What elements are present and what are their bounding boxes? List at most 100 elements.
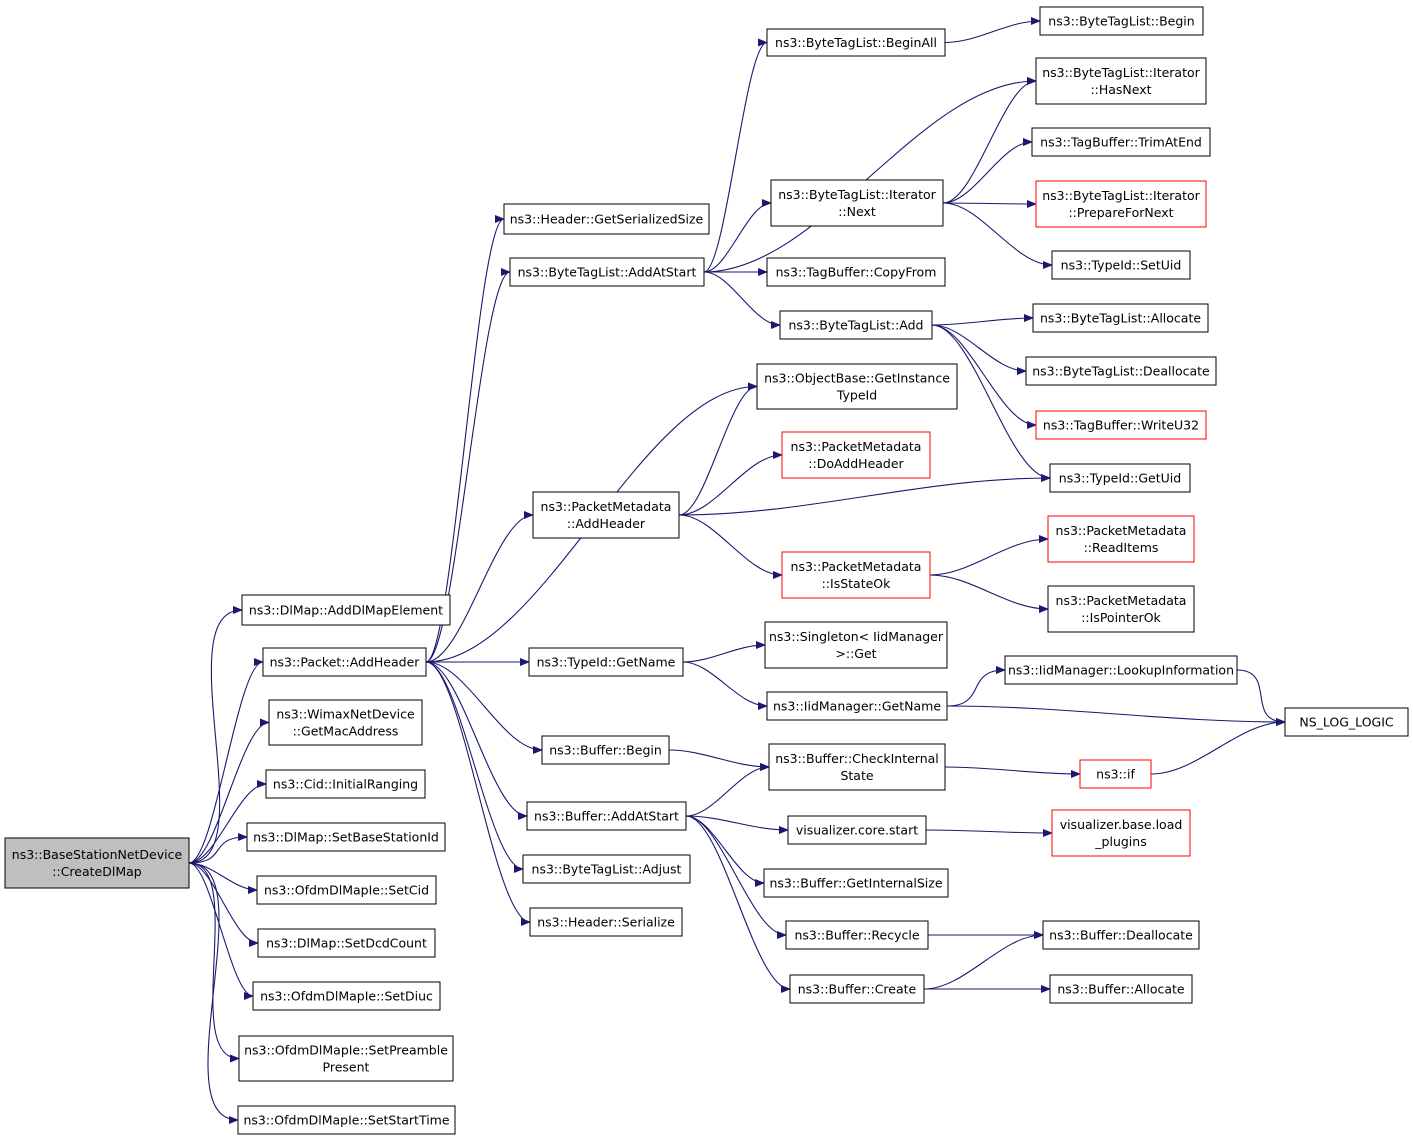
node-label: ns3::PacketMetadata	[1056, 523, 1187, 538]
node-box	[241, 594, 451, 626]
node-set-cid[interactable]: ns3::OfdmDlMapIe::SetCid	[256, 875, 437, 905]
node-add-dl-map-element[interactable]: ns3::DlMap::AddDlMapElement	[241, 594, 451, 626]
node-type-id-set-uid[interactable]: ns3::TypeId::SetUid	[1051, 250, 1191, 280]
node-label: >::Get	[835, 646, 876, 661]
node-btl-iter-prepare-for-next[interactable]: ns3::ByteTagList::Iterator::PrepareForNe…	[1035, 180, 1207, 228]
node-vis-core-start[interactable]: visualizer.core.start	[787, 815, 927, 845]
edge	[944, 766, 1081, 778]
edge	[425, 661, 531, 926]
edge	[923, 931, 1044, 990]
node-set-diuc[interactable]: ns3::OfdmDlMapIe::SetDiuc	[252, 981, 441, 1011]
edge-pm-is-state-ok-to-pm-is-pointer-ok	[929, 574, 1049, 613]
node-box	[1025, 356, 1217, 386]
node-btl-iter-next[interactable]: ns3::ByteTagList::Iterator::Next	[770, 179, 944, 227]
node-tag-buf-trim-at-end[interactable]: ns3::TagBuffer::TrimAtEnd	[1031, 127, 1211, 157]
node-type-id-get-name[interactable]: ns3::TypeId::GetName	[528, 647, 684, 677]
node-label: ns3::if	[1096, 767, 1135, 782]
node-pm-do-add-header[interactable]: ns3::PacketMetadata::DoAddHeader	[781, 431, 931, 479]
edge-buffer-add-at-start-to-buf-check-internal-state	[685, 763, 770, 817]
node-get-mac-address[interactable]: ns3::WimaxNetDevice::GetMacAddress	[268, 699, 423, 746]
node-label: ns3::IidManager::GetName	[773, 699, 941, 714]
node-set-base-station-id[interactable]: ns3::DlMap::SetBaseStationId	[246, 822, 446, 852]
edge-btl-add-to-btl-allocate	[931, 314, 1034, 326]
node-btl-adjust[interactable]: ns3::ByteTagList::Adjust	[522, 854, 691, 884]
node-iid-lookup-information[interactable]: ns3::IidManager::LookupInformation	[1004, 655, 1238, 685]
node-buffer-begin[interactable]: ns3::Buffer::Begin	[541, 735, 670, 765]
node-buf-recycle[interactable]: ns3::Buffer::Recycle	[785, 920, 929, 950]
node-label: State	[840, 768, 873, 783]
node-btl-add[interactable]: ns3::ByteTagList::Add	[779, 310, 933, 340]
node-pm-is-pointer-ok[interactable]: ns3::PacketMetadata::IsPointerOk	[1047, 585, 1195, 633]
node-pm-add-header[interactable]: ns3::PacketMetadata::AddHeader	[532, 491, 680, 539]
edge	[188, 862, 259, 947]
node-buf-deallocate[interactable]: ns3::Buffer::Deallocate	[1042, 920, 1200, 950]
edge-root-to-get-mac-address	[188, 718, 270, 864]
node-tag-buf-write-u32[interactable]: ns3::TagBuffer::WriteU32	[1035, 410, 1207, 440]
node-btl-deallocate[interactable]: ns3::ByteTagList::Deallocate	[1025, 356, 1217, 386]
node-set-start-time[interactable]: ns3::OfdmDlMapIe::SetStartTime	[237, 1105, 456, 1135]
edge	[942, 77, 1037, 204]
edge-buffer-begin-to-buf-check-internal-state	[668, 749, 770, 771]
node-buffer-add-at-start[interactable]: ns3::Buffer::AddAtStart	[526, 801, 687, 831]
node-buf-allocate[interactable]: ns3::Buffer::Allocate	[1049, 974, 1193, 1004]
node-set-dcd-count[interactable]: ns3::DlMap::SetDcdCount	[257, 928, 436, 958]
node-box	[1047, 515, 1195, 563]
edge	[682, 661, 768, 710]
edge	[188, 606, 243, 864]
node-ns3-if[interactable]: ns3::if	[1079, 759, 1152, 789]
edge-packet-add-header-to-header-serialize	[425, 661, 531, 926]
edge	[678, 451, 783, 516]
edge-root-to-initial-ranging	[188, 780, 267, 864]
node-box	[1035, 180, 1207, 228]
node-iid-get-name[interactable]: ns3::IidManager::GetName	[766, 691, 948, 721]
edge	[685, 763, 770, 817]
node-box	[238, 1035, 454, 1082]
node-vis-base-load-plugins[interactable]: visualizer.base.load_plugins	[1051, 809, 1191, 857]
node-buf-create[interactable]: ns3::Buffer::Create	[789, 974, 925, 1004]
edge	[946, 666, 1006, 707]
node-box	[509, 257, 705, 287]
node-root[interactable]: ns3::BaseStationNetDevice::CreateDlMap	[4, 837, 190, 889]
node-tag-buf-copy-from[interactable]: ns3::TagBuffer::CopyFrom	[766, 257, 946, 287]
node-initial-ranging[interactable]: ns3::Cid::InitialRanging	[265, 769, 426, 799]
node-packet-add-header[interactable]: ns3::Packet::AddHeader	[262, 647, 427, 677]
node-pm-read-items[interactable]: ns3::PacketMetadata::ReadItems	[1047, 515, 1195, 563]
edge	[942, 199, 1037, 208]
edge	[188, 658, 264, 864]
edge	[929, 574, 1049, 613]
node-label: ns3::TypeId::GetName	[537, 655, 676, 670]
edge-pm-add-header-to-obj-get-instance-type-id	[678, 382, 758, 516]
node-box	[1035, 57, 1207, 105]
node-label: ns3::Buffer::Allocate	[1057, 982, 1185, 997]
node-label: Present	[323, 1060, 370, 1075]
edge-iid-get-name-to-iid-lookup-information	[946, 666, 1006, 707]
node-btl-add-at-start[interactable]: ns3::ByteTagList::AddAtStart	[509, 257, 705, 287]
node-box	[1042, 920, 1200, 950]
node-ns-log-logic[interactable]: NS_LOG_LOGIC	[1284, 707, 1409, 737]
node-label: ::IsPointerOk	[1081, 610, 1161, 625]
node-pm-is-state-ok[interactable]: ns3::PacketMetadata::IsStateOk	[781, 551, 931, 599]
edge	[931, 324, 1027, 375]
node-btl-begin-all[interactable]: ns3::ByteTagList::BeginAll	[766, 28, 946, 57]
node-buf-get-internal-size[interactable]: ns3::Buffer::GetInternalSize	[763, 868, 949, 898]
edge-buffer-add-at-start-to-buf-create	[685, 815, 791, 993]
node-box	[1051, 809, 1191, 857]
node-header-serialize[interactable]: ns3::Header::Serialize	[529, 907, 683, 937]
node-btl-allocate[interactable]: ns3::ByteTagList::Allocate	[1032, 303, 1209, 333]
node-btl-iter-has-next[interactable]: ns3::ByteTagList::Iterator::HasNext	[1035, 57, 1207, 105]
node-label: ns3::Buffer::CheckInternal	[775, 751, 939, 766]
edge-packet-add-header-to-btl-add-at-start	[425, 268, 511, 663]
edge	[685, 815, 791, 993]
node-type-id-get-uid[interactable]: ns3::TypeId::GetUid	[1049, 463, 1191, 493]
edge	[944, 17, 1041, 44]
node-box	[787, 815, 927, 845]
node-btl-begin[interactable]: ns3::ByteTagList::Begin	[1039, 6, 1204, 36]
node-box	[541, 735, 670, 765]
node-singleton-get[interactable]: ns3::Singleton< IidManager>::Get	[764, 621, 948, 669]
edge-btl-begin-all-to-btl-begin	[944, 17, 1041, 44]
node-get-serialized-size[interactable]: ns3::Header::GetSerializedSize	[503, 203, 710, 235]
edge-buf-check-internal-state-to-ns3-if	[944, 766, 1081, 778]
